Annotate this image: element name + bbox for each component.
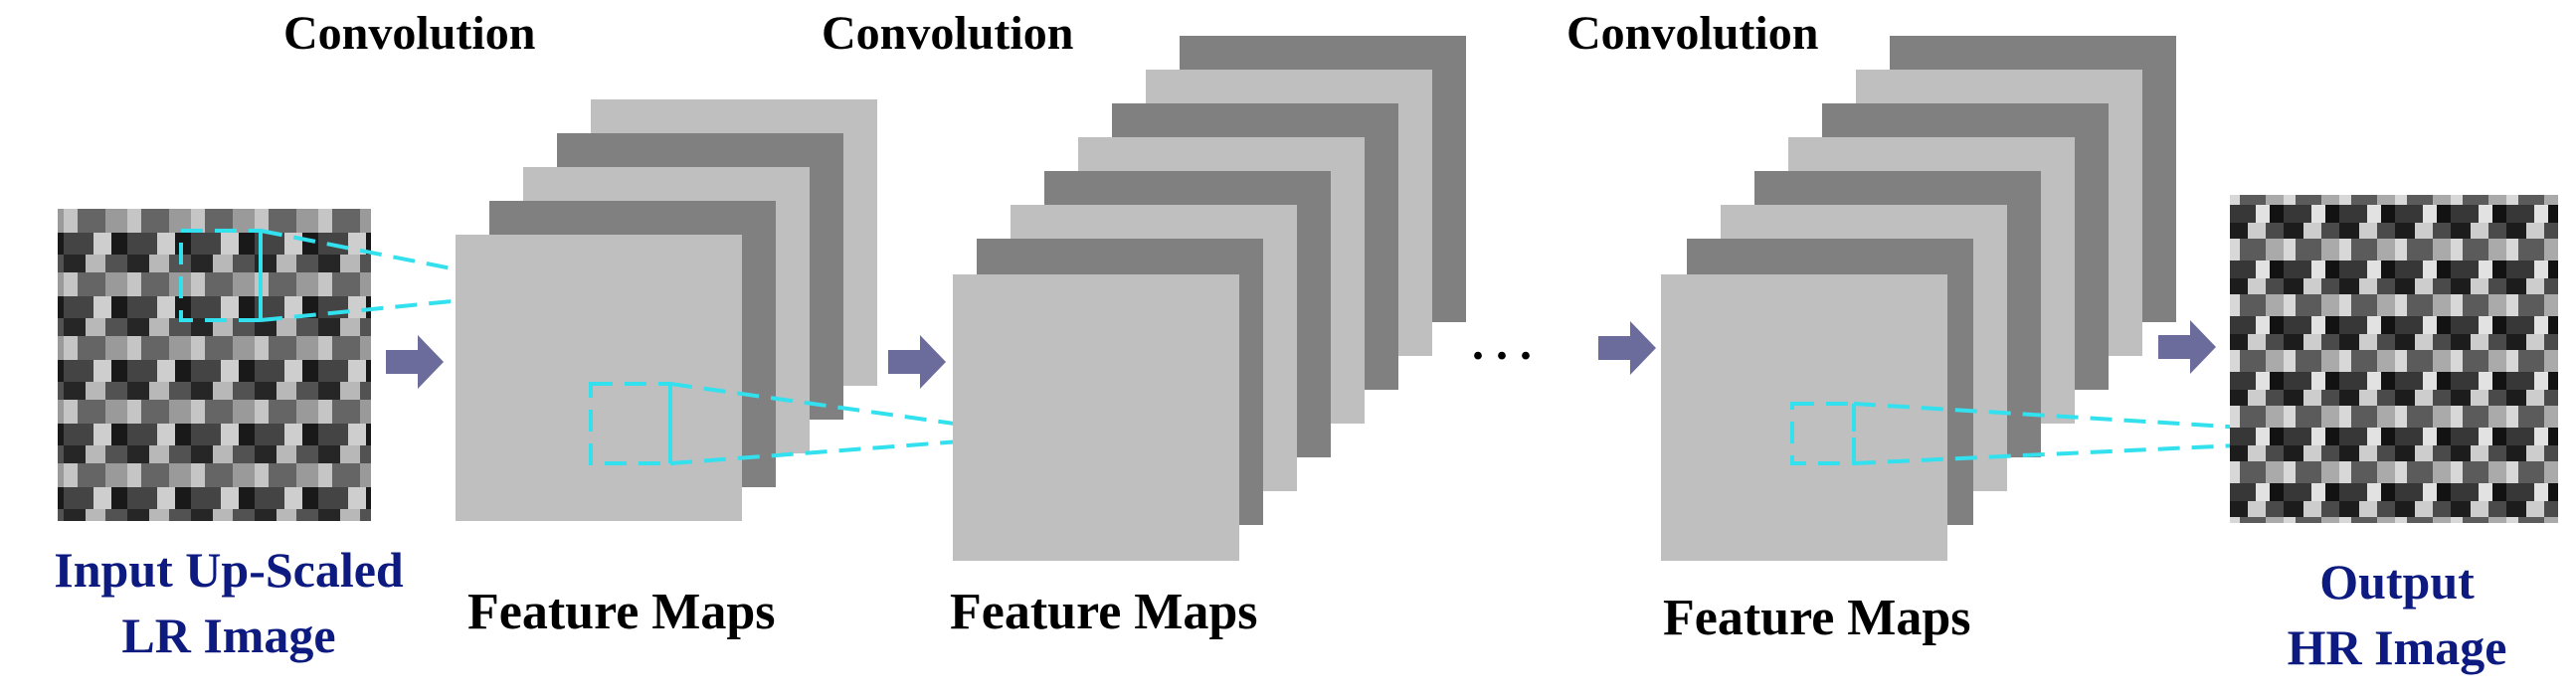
convolution-label-1: Convolution xyxy=(283,7,536,60)
feature-maps-label-2: Feature Maps xyxy=(950,584,1258,640)
output-image-label: Output HR Image xyxy=(2238,549,2556,680)
input-image-label: Input Up-Scaled LR Image xyxy=(20,537,438,668)
convolution-label-3: Convolution xyxy=(1566,7,1819,60)
ellipsis: . . . xyxy=(1472,317,1532,370)
right-arrow-icon xyxy=(1598,321,1656,375)
feature-maps-label-1: Feature Maps xyxy=(467,584,776,640)
feature-map-stack-1 xyxy=(456,99,1040,521)
feature-map-stack-3 xyxy=(1661,36,2408,561)
output-label-line1: Output xyxy=(2319,554,2475,610)
input-label-line2: LR Image xyxy=(121,608,336,663)
output-hr-image xyxy=(2230,195,2558,523)
right-arrow-icon xyxy=(888,335,946,389)
input-lr-image xyxy=(58,209,563,521)
right-arrow-icon xyxy=(2158,320,2216,374)
convolution-label-2: Convolution xyxy=(822,7,1074,60)
input-label-line1: Input Up-Scaled xyxy=(54,542,404,598)
output-label-line2: HR Image xyxy=(2287,619,2507,675)
feature-map-stack-2 xyxy=(953,36,1466,561)
feature-maps-label-3: Feature Maps xyxy=(1663,590,1971,646)
right-arrow-icon xyxy=(386,335,444,389)
